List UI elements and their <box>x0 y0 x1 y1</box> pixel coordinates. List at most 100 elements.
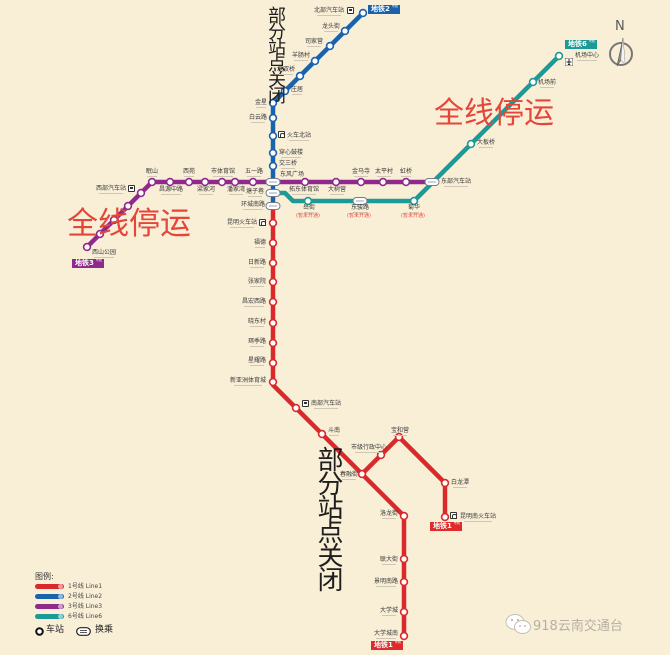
station-marker <box>136 188 146 198</box>
station-label: 日新路 <box>247 259 266 266</box>
station-label: 大学城南 <box>373 630 398 637</box>
line6-stations <box>303 51 564 206</box>
station-label: 市级行政中心 <box>351 444 388 451</box>
station-label: 洛龙街 <box>379 510 398 517</box>
line1-swatch <box>35 584 64 589</box>
station-label: 虹桥 <box>400 168 413 175</box>
line1-stations <box>268 218 450 641</box>
line2-badge-sub: 号线 <box>391 4 398 8</box>
station-label: 珥季路 <box>247 338 266 345</box>
station-marker <box>217 177 227 187</box>
station-marker <box>466 139 476 149</box>
interchanges <box>265 178 440 210</box>
station-marker <box>268 358 278 368</box>
station-marker <box>248 177 258 187</box>
station-label: 星耀路 <box>247 357 266 364</box>
station-marker <box>291 403 301 413</box>
line2-badge-label: 地铁2 <box>371 5 390 13</box>
station-marker <box>399 607 409 617</box>
station-label: 梁家河 <box>197 186 216 193</box>
station-label: 白龙潭 <box>451 479 470 486</box>
interchange-arrows <box>269 181 436 207</box>
legend-item-label: 1号线 Line1 <box>68 583 103 590</box>
not-open-note: (暂未开通) <box>296 213 320 219</box>
station-marker <box>399 577 409 587</box>
legend-transfer-label: 换乘 <box>95 625 114 635</box>
station-label: 南部汽车站 <box>311 400 342 407</box>
station-label: 司家营 <box>304 38 323 45</box>
station-label: 太平村 <box>375 168 394 175</box>
station-marker <box>357 469 367 479</box>
station-marker <box>230 177 240 187</box>
station-marker <box>310 56 320 66</box>
station-label: 昌源中路 <box>159 186 184 193</box>
station-marker <box>295 71 305 81</box>
station-label: 景明南路 <box>373 578 398 585</box>
station-label: 斗南 <box>328 427 341 434</box>
station-label: 市体育馆 <box>211 168 236 175</box>
station-label: 春融街 <box>339 471 358 478</box>
station-marker <box>317 429 327 439</box>
line2-stations <box>268 8 368 171</box>
station-label: 张家院 <box>247 278 266 285</box>
station-marker <box>268 218 278 228</box>
station-label: 昌宏西路 <box>241 298 266 305</box>
station-marker <box>399 631 409 641</box>
station-label: 拓东体育馆 <box>289 186 320 193</box>
station-label: 庄居 <box>291 86 304 93</box>
line3-badge-label: 地铁3 <box>75 259 94 267</box>
station-marker <box>268 238 278 248</box>
watermark-text: 918云南交通台 <box>533 619 623 634</box>
station-label: 联大街 <box>379 556 398 563</box>
station-label: 金星 <box>254 99 267 106</box>
station-marker <box>123 201 133 211</box>
station-label: 北部汽车站 <box>313 7 344 14</box>
bus-station-icon <box>347 7 354 14</box>
station-label: 东风广场 <box>280 171 305 178</box>
station-marker <box>165 177 175 187</box>
station-label: 西苑 <box>183 168 196 175</box>
station-label: 火车北站 <box>287 132 312 139</box>
station-label: 五一路 <box>245 168 264 175</box>
station-marker <box>528 77 538 87</box>
legend-station-label: 车站 <box>46 625 65 635</box>
notice-line2-partial-closure: 部分站点关闭 <box>265 6 286 102</box>
station-marker <box>268 98 278 108</box>
line3-swatch <box>35 604 64 609</box>
legend-title: 图例: <box>35 572 54 581</box>
station-label: 塘子巷 <box>245 188 264 195</box>
station-symbol-icon <box>35 627 44 636</box>
station-marker <box>268 113 278 123</box>
station-label: 白云路 <box>248 114 267 121</box>
line3-stations <box>82 177 411 252</box>
station-label: 昆明火车站 <box>226 219 257 226</box>
line2-swatch <box>35 594 64 599</box>
train-station-icon <box>259 219 266 226</box>
station-label: 大树营 <box>328 186 347 193</box>
wechat-icon <box>505 614 531 634</box>
station-label: 新亚洲体育城 <box>229 377 266 384</box>
station-marker <box>268 161 278 171</box>
station-label: 眠山 <box>146 168 159 175</box>
station-marker <box>268 131 278 141</box>
station-marker <box>268 148 278 158</box>
line1-badge-label: 地铁1 <box>433 522 452 530</box>
station-marker <box>268 377 278 387</box>
station-label: 龙头街 <box>321 23 340 30</box>
station-label: 羊肠村 <box>291 52 310 59</box>
station-marker <box>109 215 119 225</box>
station-marker <box>440 478 450 488</box>
station-label: 菊华 <box>408 204 421 211</box>
line1-badge-sub: 号线 <box>394 640 401 644</box>
station-marker <box>554 51 564 61</box>
station-label: 岳街 <box>303 204 316 211</box>
notice-line1-partial-closure: 部分站点关闭 <box>313 446 343 590</box>
station-label: 西部汽车站 <box>95 185 126 192</box>
train-station-icon <box>450 512 457 519</box>
notice-line3-suspended: 全线停运 <box>67 206 191 242</box>
station-marker <box>184 177 194 187</box>
